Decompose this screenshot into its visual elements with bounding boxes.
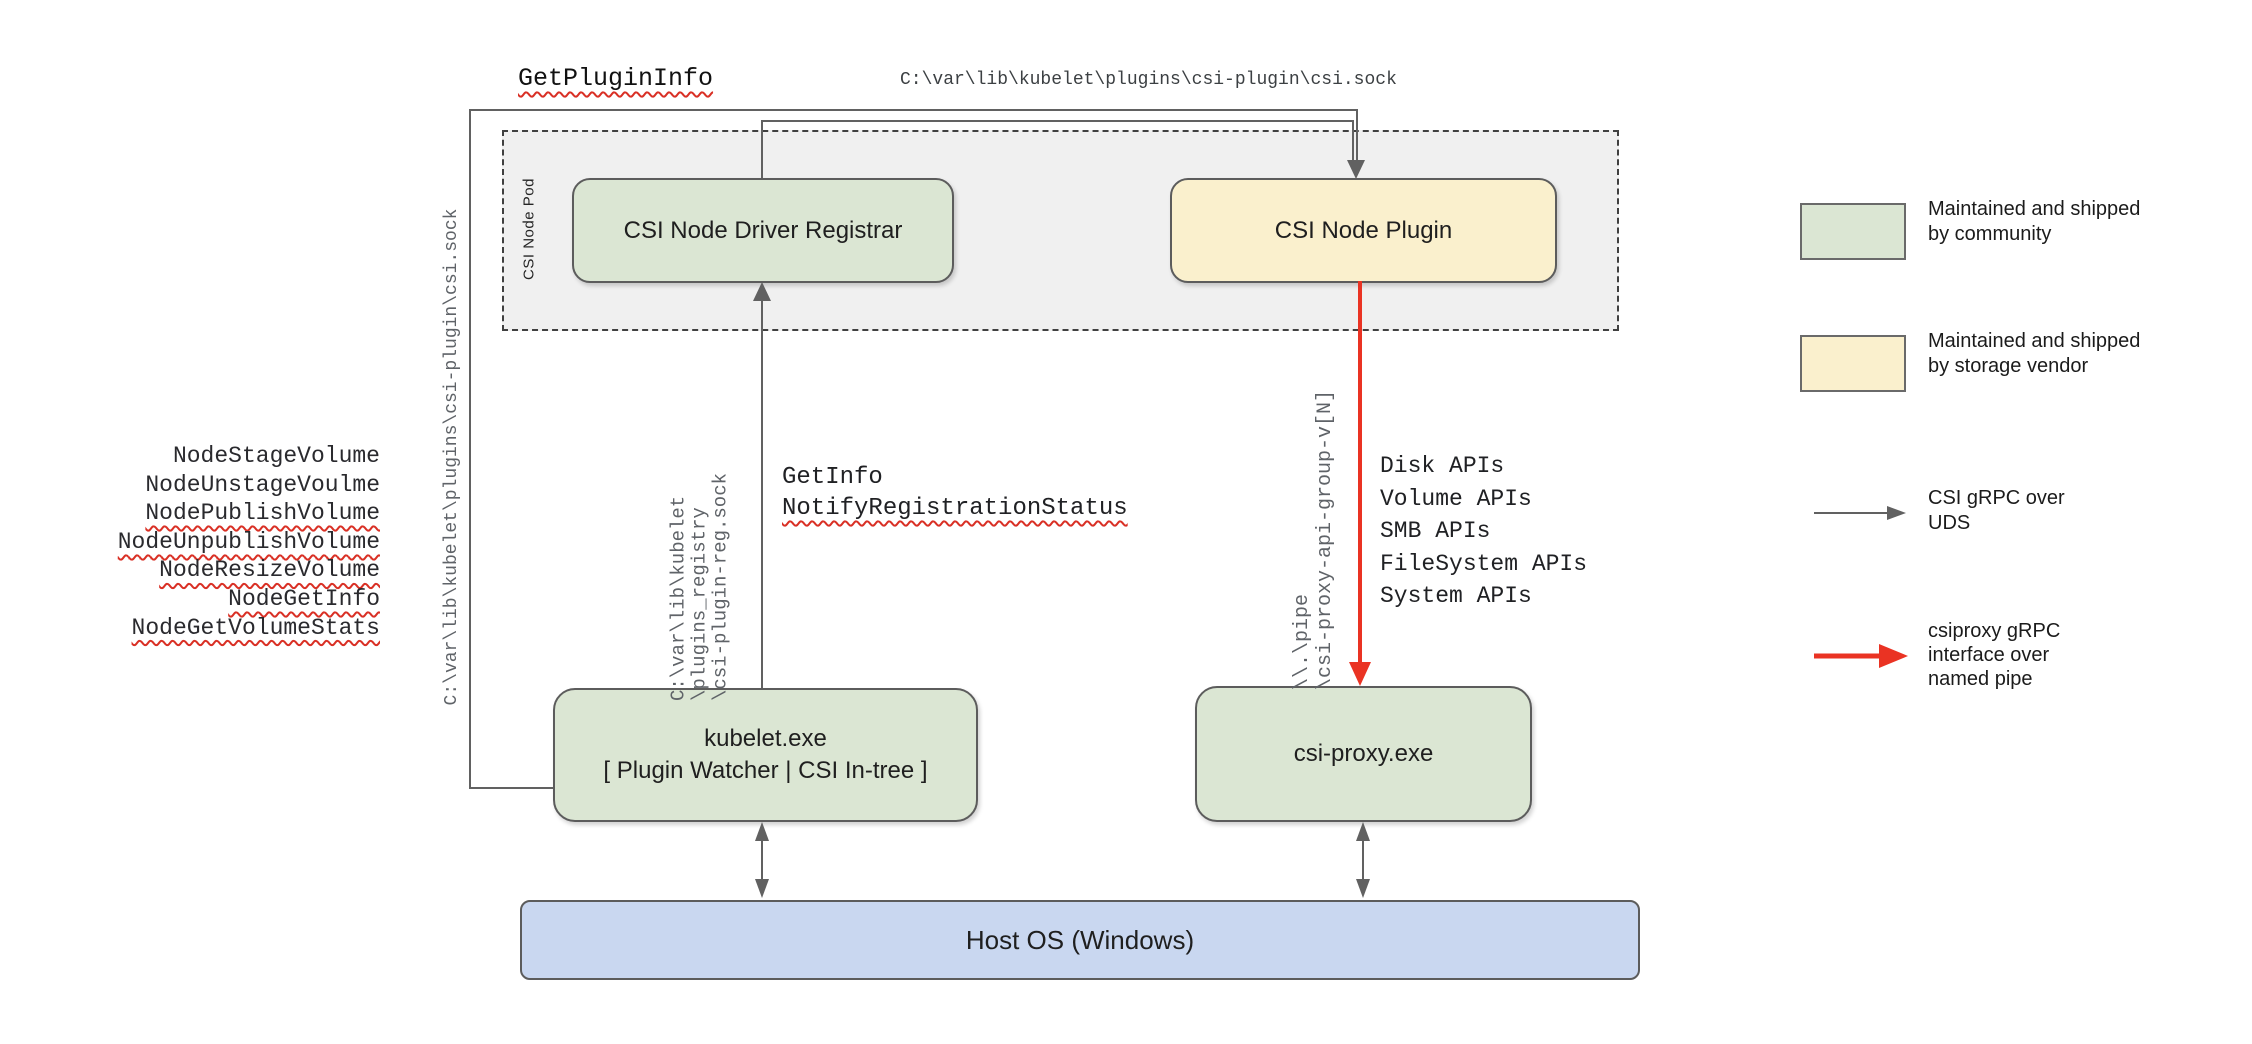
csiproxy-red-arrowhead-icon: [1349, 662, 1371, 686]
proxy-api-item: Disk APIs: [1380, 453, 1505, 479]
csi-node-pod-label: CSI Node Pod: [520, 178, 538, 280]
node-api-item: NodeStageVolume: [172, 443, 380, 469]
node-api-item: NodeGetVolumeStats: [131, 614, 380, 641]
registration-socket-path-label: C:\var\lib\kubelet \plugins_registry \cs…: [667, 472, 732, 702]
node-api-item: NodeResizeVolume: [159, 557, 380, 584]
node-api-item: NodePublishVolume: [145, 500, 380, 527]
csi-proxy-box-label: csi-proxy.exe: [1293, 740, 1434, 767]
node-api-item: NodeUnstageVoulme: [145, 471, 380, 498]
legend-pipe-label: csiproxy gRPC interface over named pipe: [1928, 620, 2061, 690]
proxy-api-item: System APIs: [1380, 583, 1532, 610]
host-os-box: Host OS (Windows): [520, 900, 1640, 980]
proxy-api-item: Volume APIs: [1380, 485, 1532, 512]
csi-node-plugin-box: CSI Node Plugin: [1170, 178, 1557, 283]
plugin-socket-path-top-label: C:\var\lib\kubelet\plugins\csi-plugin\cs…: [900, 70, 1397, 90]
proxy-api-item: FileSystem APIs: [1380, 550, 1588, 577]
csi-proxy-api-list: Disk APIs Volume APIs SMB APIs FileSyste…: [1380, 450, 1587, 613]
legend-vendor-label: Maintained and shipped by storage vendor: [1928, 330, 2141, 377]
csi-node-driver-registrar-box: CSI Node Driver Registrar: [572, 178, 954, 283]
named-pipe-path-label: \\.\pipe \csi-proxy-api-group-v[N]: [1291, 389, 1337, 691]
get-info-label: GetInfo: [782, 464, 883, 491]
kubelet-hostos-down-arrowhead-icon: [755, 879, 769, 898]
kubelet-node-api-list: NodeStageVolume NodeUnstageVoulme NodePu…: [100, 442, 380, 642]
node-api-item: NodeUnpublishVolume: [117, 528, 380, 555]
host-os-box-label: Host OS (Windows): [965, 925, 1195, 955]
legend-community-label: Maintained and shipped by community: [1928, 198, 2141, 245]
registration-rpc-labels: GetInfo NotifyRegistrationStatus: [782, 462, 1128, 524]
legend-pipe-arrowhead-icon: [1879, 644, 1908, 668]
registrar-box-label: CSI Node Driver Registrar: [623, 216, 903, 244]
kubelet-hostos-up-arrowhead-icon: [755, 822, 769, 841]
legend-community-swatch: [1800, 203, 1906, 260]
csi-proxy-box: csi-proxy.exe: [1195, 686, 1532, 822]
csiproxy-hostos-up-arrowhead-icon: [1356, 822, 1370, 841]
get-plugin-info-label: GetPluginInfo: [518, 64, 713, 93]
legend-vendor-swatch: [1800, 335, 1906, 392]
kubelet-box-subtitle: [ Plugin Watcher | CSI In-tree ]: [603, 757, 928, 784]
notify-registration-status-label: NotifyRegistrationStatus: [782, 495, 1128, 522]
csiproxy-hostos-down-arrowhead-icon: [1356, 879, 1370, 898]
legend-uds-label: CSI gRPC over UDS: [1928, 487, 2065, 534]
plugin-socket-path-left-label: C:\var\lib\kubelet\plugins\csi-plugin\cs…: [442, 208, 462, 706]
node-api-item: NodeGetInfo: [228, 585, 380, 612]
get-plugin-info-text: GetPluginInfo: [518, 64, 714, 93]
kubelet-box: kubelet.exe [ Plugin Watcher | CSI In-tr…: [553, 688, 978, 822]
plugin-box-label: CSI Node Plugin: [1274, 216, 1453, 244]
kubelet-box-title: kubelet.exe: [704, 725, 827, 752]
proxy-api-item: SMB APIs: [1380, 518, 1491, 545]
legend-uds-arrowhead-icon: [1887, 506, 1906, 520]
